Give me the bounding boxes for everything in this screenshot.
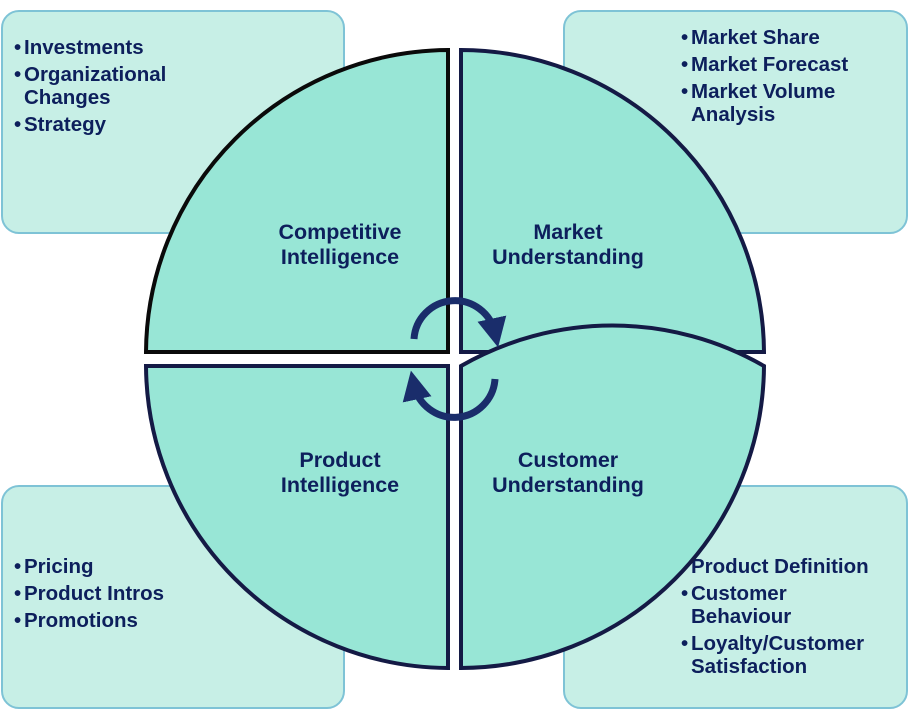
quadrant-label: Market — [533, 220, 602, 244]
quadrant-customer-understanding — [459, 323, 767, 671]
quadrant-label: Understanding — [492, 473, 644, 497]
quadrant-competitive-intelligence — [143, 47, 450, 354]
cycle-arrow-bottom-icon — [402, 370, 499, 421]
bullet-item: Market Share — [681, 26, 901, 49]
quadrant-label: Product — [299, 448, 380, 472]
quadrant-label: Competitive — [278, 220, 401, 244]
bullet-item: Organizational Changes — [14, 63, 199, 109]
quadrant-label: Intelligence — [281, 245, 399, 269]
bullet-list-top-right: Market Share Market Forecast Market Volu… — [681, 26, 901, 130]
bullet-item: Pricing — [14, 555, 214, 578]
bullet-item: Promotions — [14, 609, 214, 632]
bullet-list-top-left: Investments Organizational Changes Strat… — [14, 36, 214, 140]
bullet-item: Product Intros — [14, 582, 214, 605]
quadrant-label: Understanding — [492, 245, 644, 269]
bullet-item: Customer Behaviour — [681, 582, 841, 628]
bullet-item: Strategy — [14, 113, 214, 136]
bullet-list-bottom-left: Pricing Product Intros Promotions — [14, 555, 214, 636]
bullet-item: Investments — [14, 36, 214, 59]
bullet-item: Market Volume Analysis — [681, 80, 866, 126]
quadrant-product-intelligence — [143, 364, 450, 671]
cycle-arrow-top-icon — [410, 297, 507, 348]
quadrant-label: Customer — [518, 448, 619, 472]
bullet-item: Market Forecast — [681, 53, 901, 76]
quadrant-market-understanding — [459, 47, 767, 354]
quadrant-label: Intelligence — [281, 473, 399, 497]
bullet-item: Loyalty/Customer Satisfaction — [681, 632, 891, 678]
